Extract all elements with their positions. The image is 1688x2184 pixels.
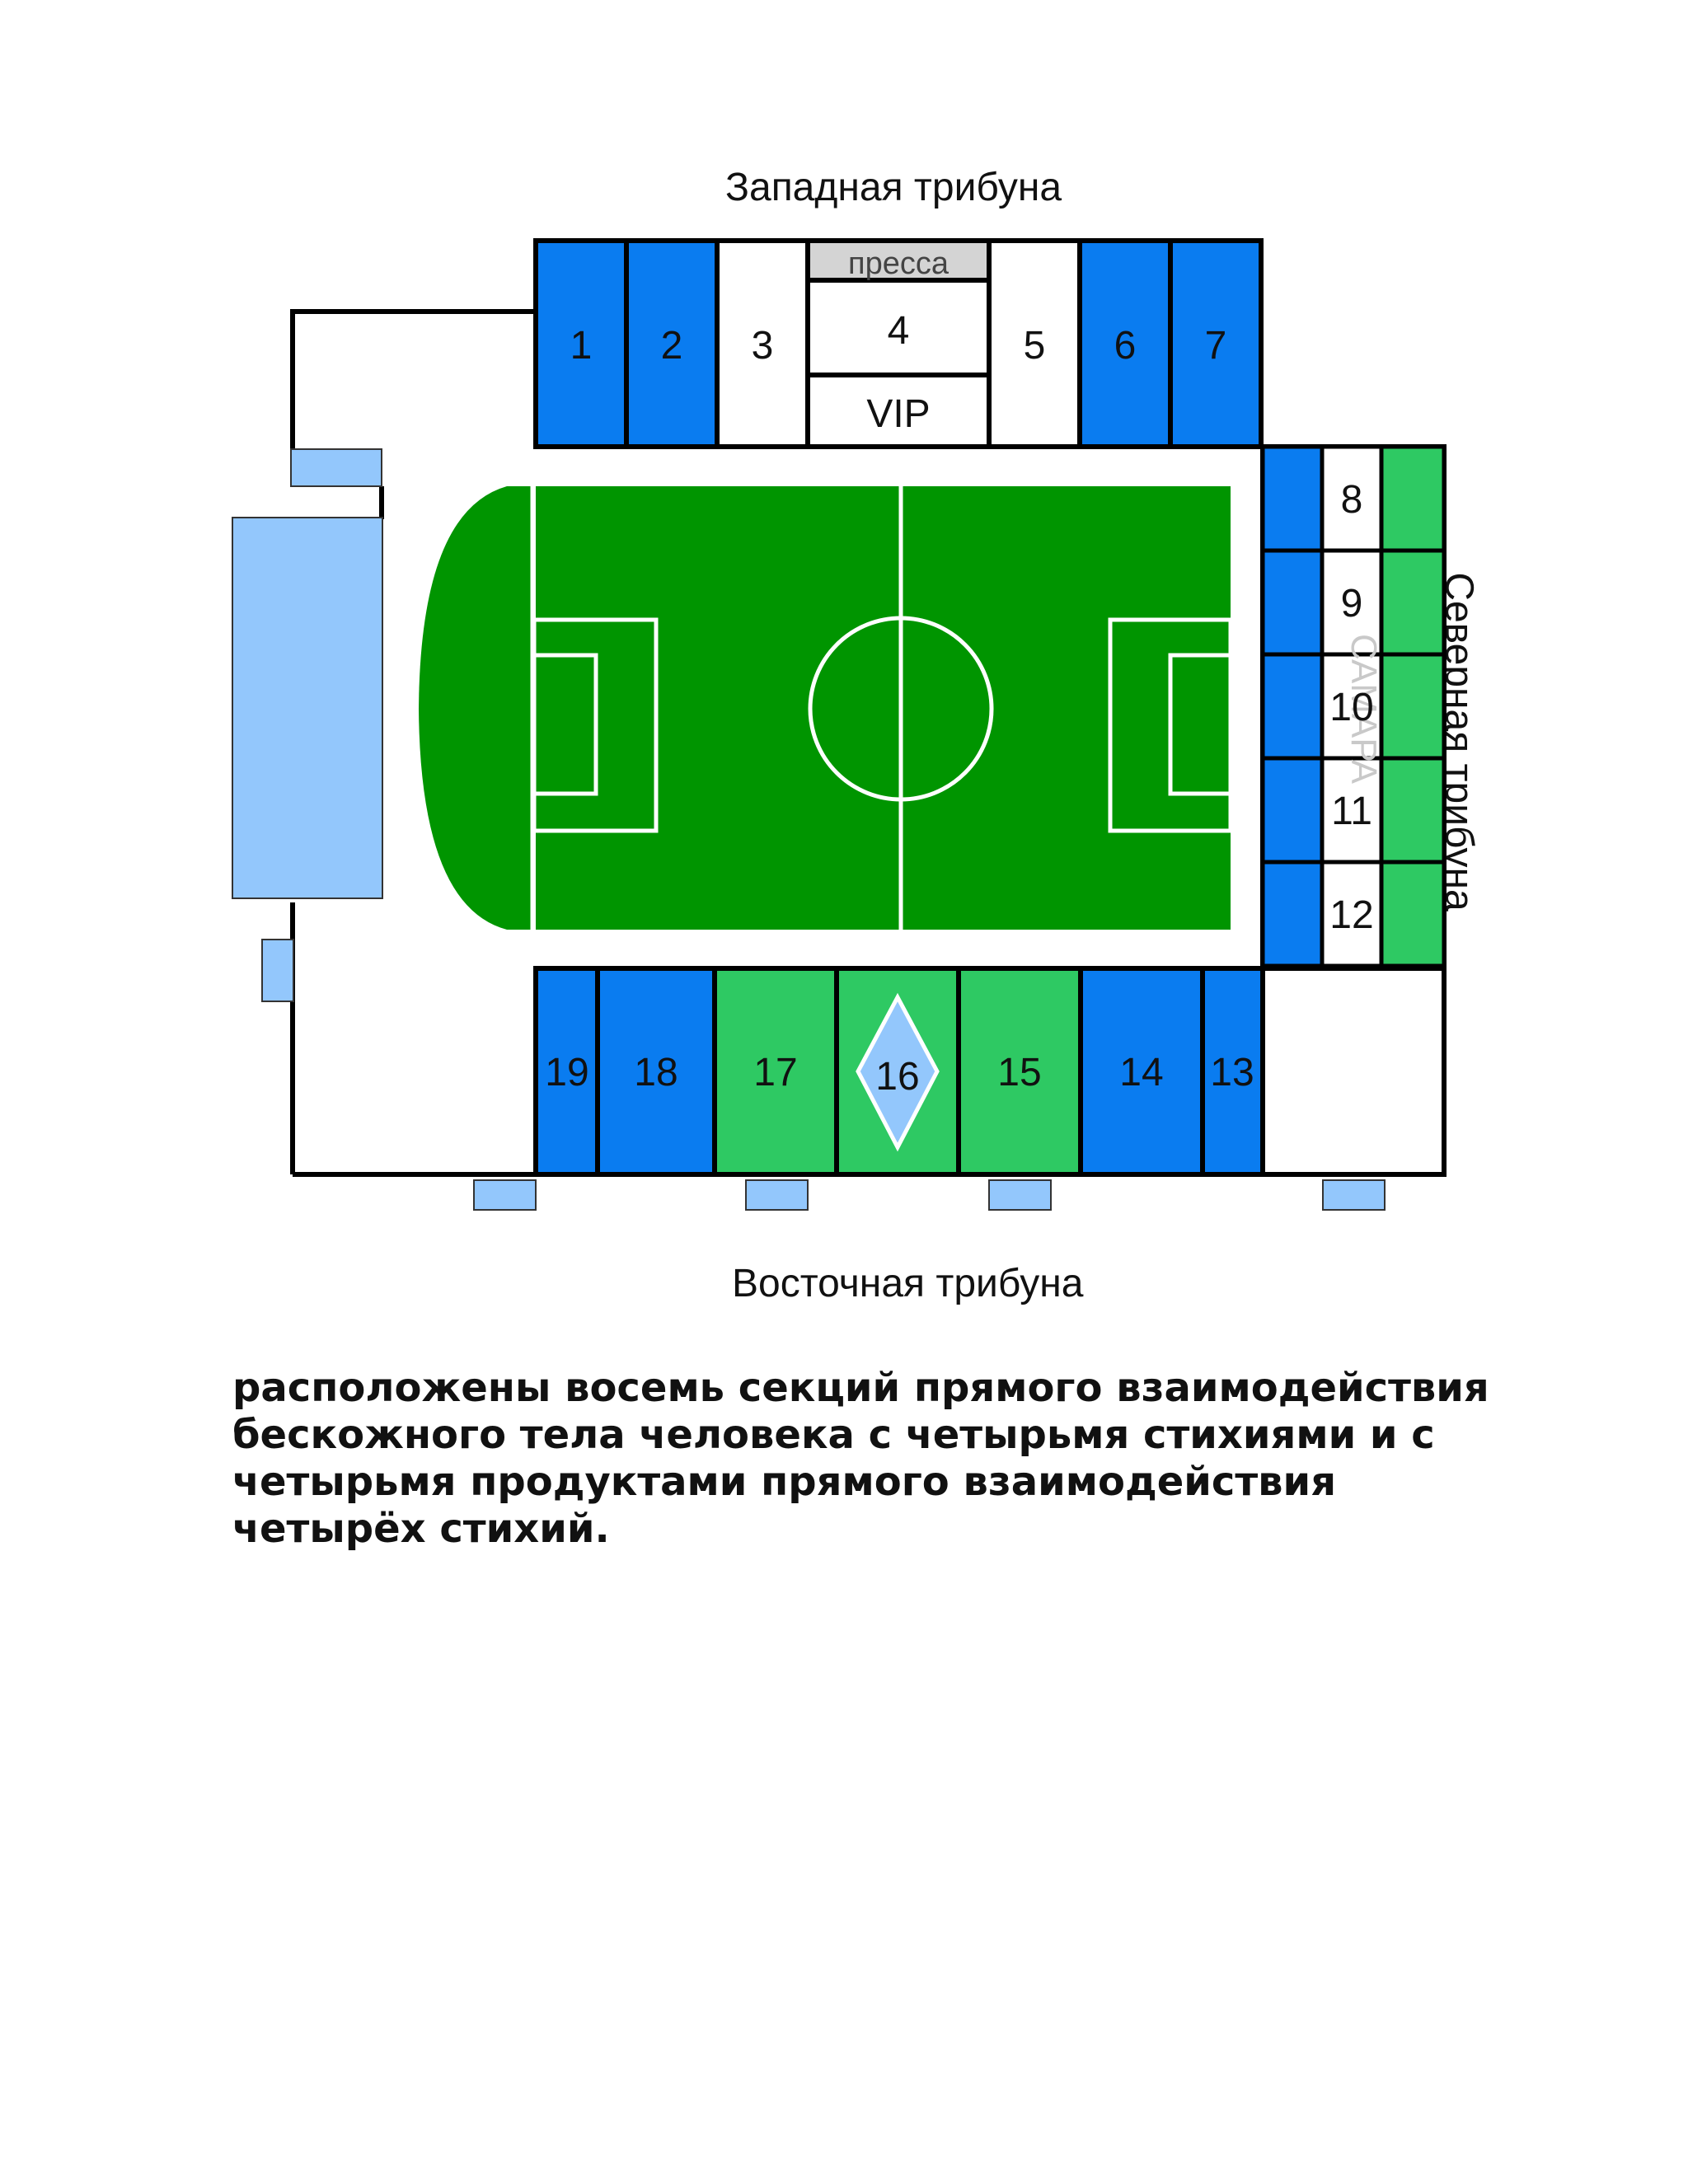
section-1-label: 1 xyxy=(570,324,593,368)
section-5-label: 5 xyxy=(1024,324,1046,368)
section-10-green[interactable] xyxy=(1379,652,1447,761)
corner-block xyxy=(1260,966,1447,1177)
section-17-label: 17 xyxy=(753,1051,797,1094)
block-main-building xyxy=(232,517,383,899)
section-9-label: 9 xyxy=(1341,582,1363,626)
section-8-label: 8 xyxy=(1341,478,1363,522)
section-4[interactable] xyxy=(805,278,992,377)
entrance-4 xyxy=(1322,1179,1386,1211)
west-stand-title: Западная трибуна xyxy=(725,166,1062,209)
section-14-label: 14 xyxy=(1119,1051,1163,1094)
section-19[interactable] xyxy=(533,966,600,1177)
center-circle xyxy=(808,616,994,802)
football-field xyxy=(419,486,1233,930)
section-9-green[interactable] xyxy=(1379,548,1447,657)
caption-text: расположены восемь секций прямого взаимо… xyxy=(232,1365,1489,1552)
east-stand xyxy=(533,966,1447,1177)
west-stand xyxy=(533,238,1264,449)
stadium-map: 1 2 3 пресса 4 VIP 5 6 7 САМАРА 8 9 10 1… xyxy=(232,238,1447,1211)
section-3-label: 3 xyxy=(752,324,774,368)
east-stand-title: Восточная трибуна xyxy=(732,1262,1084,1305)
service-blocks xyxy=(232,448,1386,1211)
section-8-blue[interactable] xyxy=(1260,444,1325,553)
section-11-green[interactable] xyxy=(1379,756,1447,865)
section-17[interactable] xyxy=(712,966,839,1177)
section-2[interactable] xyxy=(624,238,720,449)
section-10-label: 10 xyxy=(1329,686,1373,729)
section-1[interactable] xyxy=(533,238,629,449)
section-15[interactable] xyxy=(956,966,1083,1177)
section-5[interactable] xyxy=(987,238,1082,449)
section-11-blue[interactable] xyxy=(1260,756,1325,865)
section-8-green[interactable] xyxy=(1379,444,1447,553)
section-7[interactable] xyxy=(1168,238,1264,449)
section-16-label: 16 xyxy=(875,1055,919,1099)
field-pitch xyxy=(536,486,1231,930)
section-12-label: 12 xyxy=(1329,893,1373,937)
entrance-1 xyxy=(473,1179,537,1211)
section-6[interactable] xyxy=(1077,238,1173,449)
vip-label: VIP xyxy=(866,392,930,436)
section-13-label: 13 xyxy=(1210,1051,1254,1094)
section-9-blue[interactable] xyxy=(1260,548,1325,657)
section-9[interactable] xyxy=(1320,548,1384,657)
field-left-curve xyxy=(419,486,532,930)
entrance-2 xyxy=(745,1179,809,1211)
section-19-label: 19 xyxy=(545,1051,588,1094)
section-11-label: 11 xyxy=(1331,790,1372,833)
section-12-blue[interactable] xyxy=(1260,860,1325,968)
section-6-label: 6 xyxy=(1114,324,1137,368)
section-12-green[interactable] xyxy=(1379,860,1447,968)
entrance-3 xyxy=(988,1179,1052,1211)
block-left-small xyxy=(261,939,294,1002)
diamond-icon xyxy=(856,992,940,1152)
section-2-label: 2 xyxy=(661,324,683,368)
press-label: пресса xyxy=(848,246,950,281)
samara-watermark: САМАРА xyxy=(1343,634,1384,785)
section-15-label: 15 xyxy=(997,1051,1041,1094)
section-7-label: 7 xyxy=(1205,324,1227,368)
section-4-label: 4 xyxy=(888,309,910,353)
block-top-left xyxy=(290,448,382,487)
section-vip[interactable] xyxy=(805,373,992,449)
section-18-label: 18 xyxy=(634,1051,678,1094)
section-10-blue[interactable] xyxy=(1260,652,1325,761)
goal-area-left xyxy=(532,653,598,796)
goal-area-right xyxy=(1168,653,1233,796)
